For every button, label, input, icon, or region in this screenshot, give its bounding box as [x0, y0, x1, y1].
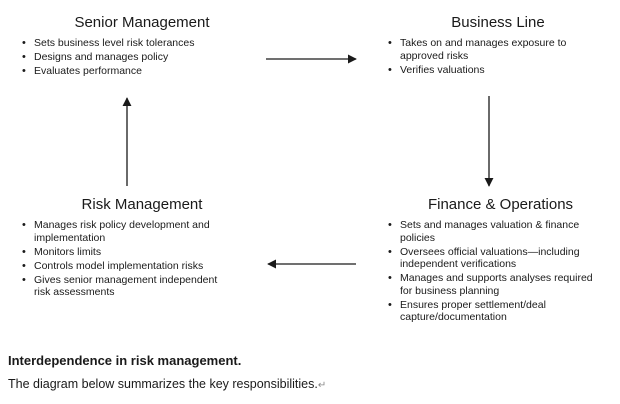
risk-item-1: Manages risk policy development and impl… [22, 219, 249, 244]
finance-item-2: Oversees official valuations—including i… [388, 246, 600, 271]
senior-item-3: Evaluates performance [22, 65, 262, 78]
finance-item-3: Manages and supports analyses required f… [388, 272, 600, 297]
risk-management-list: Manages risk policy development and impl… [22, 219, 262, 299]
caption-heading: Interdependence in risk management. [8, 353, 242, 368]
finance-operations-list: Sets and manages valuation & finance pol… [388, 219, 613, 324]
business-line-title: Business Line [451, 14, 545, 31]
risk-item-2: Monitors limits [22, 246, 262, 259]
finance-operations-box: Finance & Operations Sets and manages va… [388, 196, 613, 325]
business-line-box: Business Line Takes on and manages expos… [388, 14, 608, 78]
business-item-2: Verifies valuations [388, 64, 608, 77]
finance-operations-title: Finance & Operations [427, 196, 574, 213]
business-line-list: Takes on and manages exposure to approve… [388, 37, 608, 76]
risk-item-4: Gives senior management independent risk… [22, 274, 234, 299]
risk-item-3: Controls model implementation risks [22, 260, 262, 273]
return-mark-icon: ↵ [317, 380, 327, 391]
senior-management-box: Senior Management Sets business level ri… [22, 14, 262, 79]
senior-management-list: Sets business level risk tolerances Desi… [22, 37, 262, 78]
business-item-1: Takes on and manages exposure to approve… [388, 37, 595, 62]
senior-item-1: Sets business level risk tolerances [22, 37, 262, 50]
finance-item-1: Sets and manages valuation & finance pol… [388, 219, 612, 244]
caption-text: The diagram below summarizes the key res… [8, 377, 318, 391]
senior-management-title: Senior Management [74, 14, 210, 31]
risk-management-box: Risk Management Manages risk policy deve… [22, 196, 262, 300]
risk-management-title: Risk Management [81, 196, 203, 213]
senior-item-2: Designs and manages policy [22, 51, 262, 64]
caption-text-line: The diagram below summarizes the key res… [8, 377, 326, 391]
finance-item-4: Ensures proper settlement/deal capture/d… [388, 299, 595, 324]
